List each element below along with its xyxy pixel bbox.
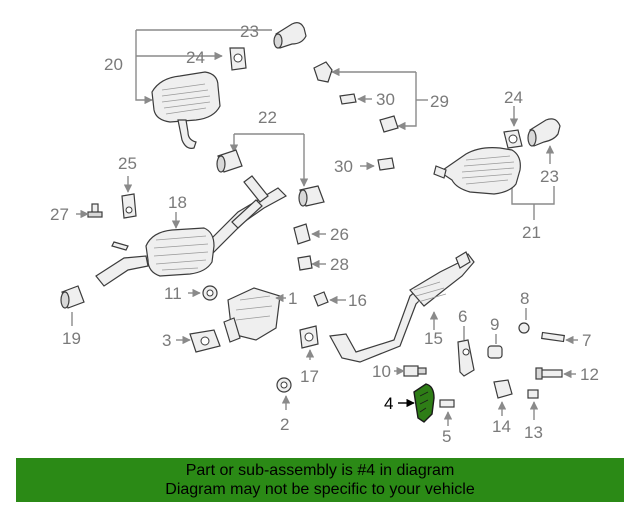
hanger-6[interactable] [457, 339, 475, 377]
nut-28[interactable] [297, 255, 313, 271]
label-24-left: 24 [186, 48, 205, 67]
bolt-27[interactable] [87, 203, 103, 218]
clamp-14[interactable] [493, 379, 513, 399]
nut-16[interactable] [313, 291, 329, 307]
hanger-30-mid[interactable] [377, 157, 395, 171]
hanger-29-bottom[interactable] [379, 115, 399, 133]
label-25: 25 [118, 154, 137, 173]
clamp-19[interactable] [60, 285, 85, 309]
label-17: 17 [300, 367, 319, 386]
bolt-5[interactable] [439, 399, 455, 408]
gasket-3[interactable] [189, 329, 221, 353]
info-banner: Part or sub-assembly is #4 in diagram Di… [16, 458, 624, 502]
sensor-26[interactable] [293, 223, 311, 245]
label-13: 13 [524, 423, 543, 442]
bolt-7[interactable] [541, 331, 565, 343]
tailpipe-tip-23-left[interactable] [273, 22, 307, 49]
label-2: 2 [280, 415, 289, 434]
banner-line-2: Diagram may not be specific to your vehi… [165, 481, 475, 498]
rear-muffler-right[interactable] [433, 147, 521, 195]
bolt-10[interactable] [403, 365, 427, 377]
heat-shield-4-highlighted[interactable] [413, 383, 435, 423]
label-29: 29 [430, 92, 449, 111]
nut-11[interactable] [202, 285, 218, 301]
group-21-leaders [511, 184, 555, 220]
label-6: 6 [458, 307, 467, 326]
label-19: 19 [62, 329, 81, 348]
label-30-mid: 30 [334, 157, 353, 176]
label-23-right: 23 [540, 167, 559, 186]
exhaust-parts-diagram: 23 24 20 30 29 24 22 25 30 23 18 27 21 2… [50, 22, 599, 446]
hanger-25[interactable] [121, 193, 137, 219]
label-23-left: 23 [240, 22, 259, 41]
label-8: 8 [520, 289, 529, 308]
washer-8[interactable] [518, 322, 530, 334]
clamp-24-right[interactable] [503, 129, 523, 149]
tailpipe-tip-23-right[interactable] [527, 118, 561, 147]
clamp-22-left[interactable] [216, 149, 243, 173]
rear-muffler-left[interactable] [151, 71, 221, 149]
bolt-13[interactable] [527, 389, 539, 399]
group-20-leaders [135, 29, 272, 105]
label-10: 10 [372, 362, 391, 381]
label-11: 11 [164, 284, 182, 303]
label-9: 9 [490, 315, 499, 334]
label-21: 21 [522, 223, 541, 242]
front-pipe-15[interactable] [329, 251, 475, 363]
label-26: 26 [330, 225, 349, 244]
label-4-highlighted: 4 [384, 394, 393, 413]
bushing-9[interactable] [487, 345, 503, 359]
label-14: 14 [492, 417, 511, 436]
center-muffler-18[interactable] [145, 227, 215, 277]
clamp-24-left[interactable] [229, 47, 247, 71]
label-30-top: 30 [376, 90, 395, 109]
banner-line-1: Part or sub-assembly is #4 in diagram [185, 462, 455, 479]
label-22: 22 [258, 108, 277, 127]
hanger-30-top[interactable] [339, 93, 357, 105]
label-15: 15 [424, 329, 443, 348]
label-3: 3 [162, 331, 171, 350]
gasket-17[interactable] [299, 325, 319, 349]
label-24-right: 24 [504, 88, 523, 107]
group-29-leaders [331, 67, 428, 131]
label-18: 18 [168, 193, 187, 212]
center-pipe[interactable] [95, 175, 287, 287]
label-12: 12 [580, 365, 599, 384]
bolt-12[interactable] [535, 367, 563, 380]
label-20: 20 [104, 55, 123, 74]
catalytic-converter-1[interactable] [223, 287, 281, 343]
sensor-small [111, 241, 129, 251]
group-22-leaders [229, 133, 309, 187]
label-7: 7 [582, 331, 591, 350]
label-28: 28 [330, 255, 349, 274]
label-27: 27 [50, 205, 69, 224]
label-16: 16 [348, 291, 367, 310]
label-5: 5 [442, 427, 451, 446]
hanger-29-top[interactable] [313, 61, 333, 83]
label-1: 1 [288, 289, 297, 308]
clamp-22-right[interactable] [298, 185, 325, 207]
washer-2[interactable] [276, 377, 292, 393]
